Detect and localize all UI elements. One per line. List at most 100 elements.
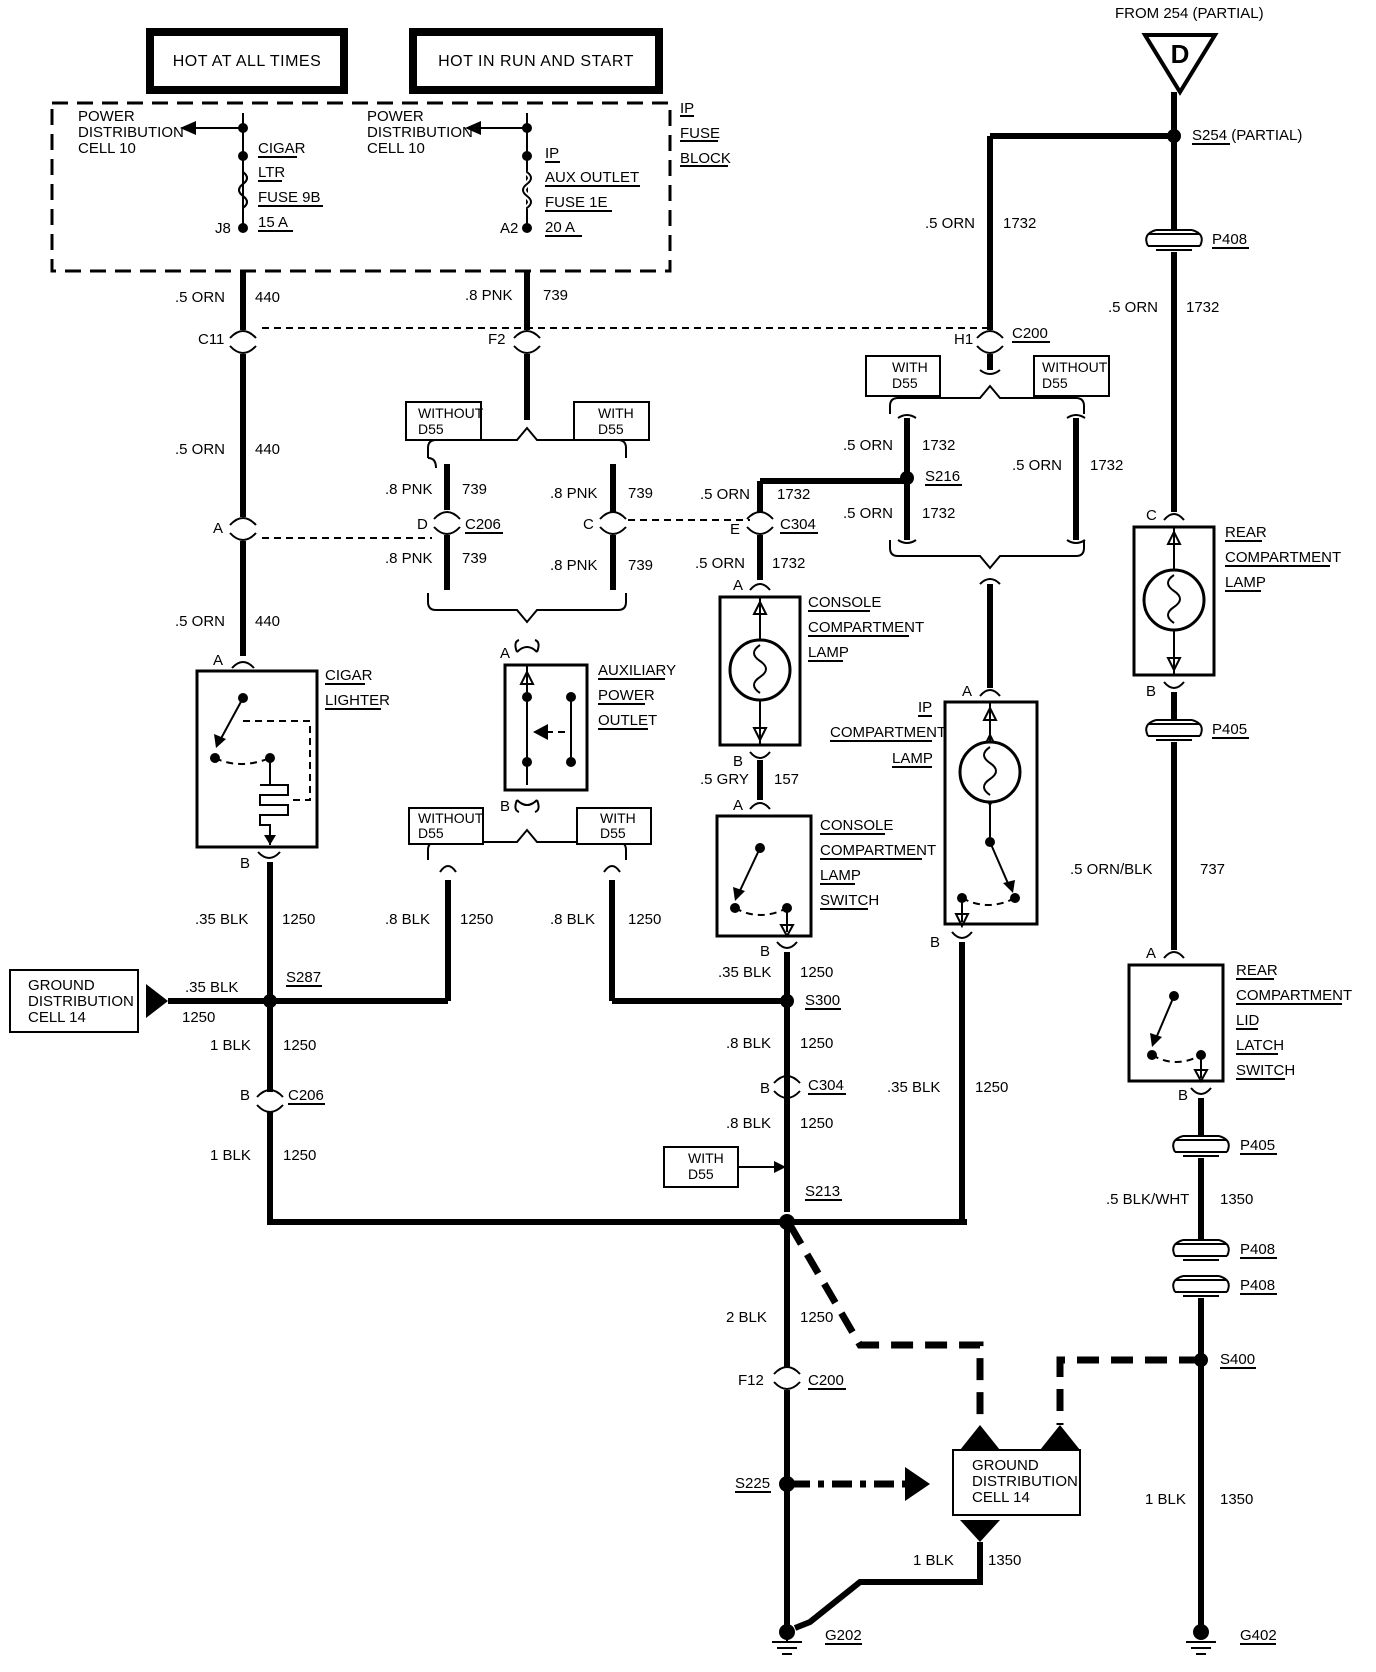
circuit-1350: 1350 xyxy=(988,1552,1021,1569)
splice-s225-label: S225 xyxy=(735,1475,770,1492)
pin-a: A xyxy=(733,577,743,594)
fuse-a-pin: J8 xyxy=(215,220,231,237)
ground-g402: G402 xyxy=(1186,1624,1277,1655)
circuit-1732: 1732 xyxy=(922,505,955,522)
pin-b: B xyxy=(760,943,770,960)
ground-g402-label: G402 xyxy=(1240,1627,1277,1644)
rcl-label-l1: REAR xyxy=(1225,524,1267,541)
rear-compartment-lamp-component: REAR COMPARTMENT LAMP B P405 .5 ORN/BLK … xyxy=(1070,524,1341,962)
option-without-label: WITHOUT xyxy=(418,810,484,826)
pin-a: A xyxy=(500,645,510,662)
option-with-label: WITH xyxy=(600,810,636,826)
pin-e: E xyxy=(730,521,740,538)
connector-c200-label: C200 xyxy=(1012,325,1048,342)
ccl-label-l3: LAMP xyxy=(808,644,849,661)
pin-a: A xyxy=(213,652,223,669)
fuse-b-l3: FUSE 1E xyxy=(545,194,608,211)
pdc-right-l1: POWER xyxy=(367,108,424,125)
pin-a: A xyxy=(213,520,223,537)
connector-d-triangle: D xyxy=(1141,33,1219,96)
fuse-b-l1: IP xyxy=(545,145,559,162)
ccl-label-l1: CONSOLE xyxy=(808,594,881,611)
connector-p408-label: P408 xyxy=(1240,1277,1275,1294)
option-without-d55-c: WITHOUT D55 xyxy=(1033,355,1110,397)
circuit-739: 739 xyxy=(628,485,653,502)
wire-label-05orn: .5 ORN xyxy=(925,215,975,232)
option-d55-label: D55 xyxy=(418,421,444,437)
option-without-label: WITHOUT xyxy=(418,405,484,421)
circuit-1732: 1732 xyxy=(772,555,805,572)
ground-g202-label: G202 xyxy=(825,1627,862,1644)
aux-label-l3: OUTLET xyxy=(598,712,657,729)
wire-label-05orn: .5 ORN xyxy=(175,441,225,458)
option-d55-label: D55 xyxy=(892,375,918,391)
wire-label-2blk: 2 BLK xyxy=(726,1309,767,1326)
rls-label-l1: REAR xyxy=(1236,962,1278,979)
option-without-d55-a: WITHOUT D55 xyxy=(405,401,484,441)
circuit-1250: 1250 xyxy=(975,1079,1008,1096)
connector-f12-label: F12 xyxy=(738,1372,764,1389)
pin-c: C xyxy=(583,516,594,533)
wire-label-08blk: .8 BLK xyxy=(385,911,430,928)
circuit-440: 440 xyxy=(255,441,280,458)
wire-label-05orn: .5 ORN xyxy=(843,505,893,522)
fuse-b-pin: A2 xyxy=(500,220,518,237)
pdc-right-l2: DISTRIBUTION xyxy=(367,124,473,141)
option-with-label: WITH xyxy=(892,359,928,375)
ccs-label-l3: LAMP xyxy=(820,867,861,884)
ip-compartment-circuit: .5 ORN 1732 H1 C200 WITH D55 WITHOUT D55… xyxy=(843,133,1174,700)
circuit-1250: 1250 xyxy=(628,911,661,928)
connector-d-label: D xyxy=(1171,39,1190,69)
circuit-1732: 1732 xyxy=(777,486,810,503)
pin-a: A xyxy=(733,797,743,814)
connector-c200-label: C200 xyxy=(808,1372,844,1389)
wire-label-05orn: .5 ORN xyxy=(843,437,893,454)
connector-h1-label: H1 xyxy=(954,331,973,348)
connector-f2-label: F2 xyxy=(488,331,506,348)
wire-label-05gry: .5 GRY xyxy=(700,771,749,788)
circuit-1250: 1250 xyxy=(460,911,493,928)
wire-label-05orn: .5 ORN xyxy=(700,486,750,503)
wire-label-08pnk: .8 PNK xyxy=(385,550,433,567)
gdc-bottom-l2: DISTRIBUTION xyxy=(972,1473,1078,1490)
wire-label-1blk: 1 BLK xyxy=(210,1037,251,1054)
ip-compartment-lamp-component: IP COMPARTMENT LAMP B .35 BLK 1250 xyxy=(830,699,1039,1225)
wire-label-08pnk: .8 PNK xyxy=(385,481,433,498)
connector-c206-label: C206 xyxy=(288,1087,324,1104)
circuit-1250: 1250 xyxy=(800,1035,833,1052)
wire-label-1blk: 1 BLK xyxy=(913,1552,954,1569)
ccs-label-l4: SWITCH xyxy=(820,892,879,909)
pdc-left-l1: POWER xyxy=(78,108,135,125)
pin-b: B xyxy=(500,798,510,815)
circuit-739: 739 xyxy=(462,481,487,498)
rls-label-l3: LID xyxy=(1236,1012,1260,1029)
splice-s254-label: S254 (PARTIAL) xyxy=(1192,127,1302,144)
header-hot-in-run-start-text: HOT IN RUN AND START xyxy=(438,53,634,70)
connector-c304-label: C304 xyxy=(780,516,816,533)
connector-p405-label: P405 xyxy=(1212,721,1247,738)
circuit-1350: 1350 xyxy=(1220,1191,1253,1208)
pin-b: B xyxy=(240,1087,250,1104)
wire-label-08pnk: .8 PNK xyxy=(550,485,598,502)
option-with-d55-b: WITH D55 xyxy=(576,807,652,845)
auxiliary-power-outlet-component: AUXILIARY POWER OUTLET B WITHOUT D55 WIT… xyxy=(385,662,790,1004)
wire-label-035blk: .35 BLK xyxy=(195,911,248,928)
pin-b: B xyxy=(733,753,743,770)
pin-b: B xyxy=(760,1080,770,1097)
connector-p408-label: P408 xyxy=(1240,1241,1275,1258)
aux-label-l1: AUXILIARY xyxy=(598,662,676,679)
option-d55-label: D55 xyxy=(418,825,444,841)
wire-label-035blk: .35 BLK xyxy=(718,964,771,981)
pdc-left-l2: DISTRIBUTION xyxy=(78,124,184,141)
fuse-a-l4: 15 A xyxy=(258,214,288,231)
circuit-1732: 1732 xyxy=(1090,457,1123,474)
ip-fuse-block: IP FUSE BLOCK POWER DISTRIBUTION CELL 10… xyxy=(50,100,731,273)
wire-label-05ornblk: .5 ORN/BLK xyxy=(1070,861,1153,878)
aux-label-l2: POWER xyxy=(598,687,655,704)
aux-outlet-circuit: .8 PNK 739 F2 WITHOUT D55 WITH D55 .8 PN… xyxy=(385,272,653,662)
cigar-lighter-component: CIGAR LIGHTER B .35 BLK 1250 xyxy=(195,667,390,1003)
fuse-a-l1: CIGAR xyxy=(258,140,306,157)
circuit-739: 739 xyxy=(628,557,653,574)
circuit-1250: 1250 xyxy=(283,1147,316,1164)
wire-label-08pnk: .8 PNK xyxy=(465,287,513,304)
